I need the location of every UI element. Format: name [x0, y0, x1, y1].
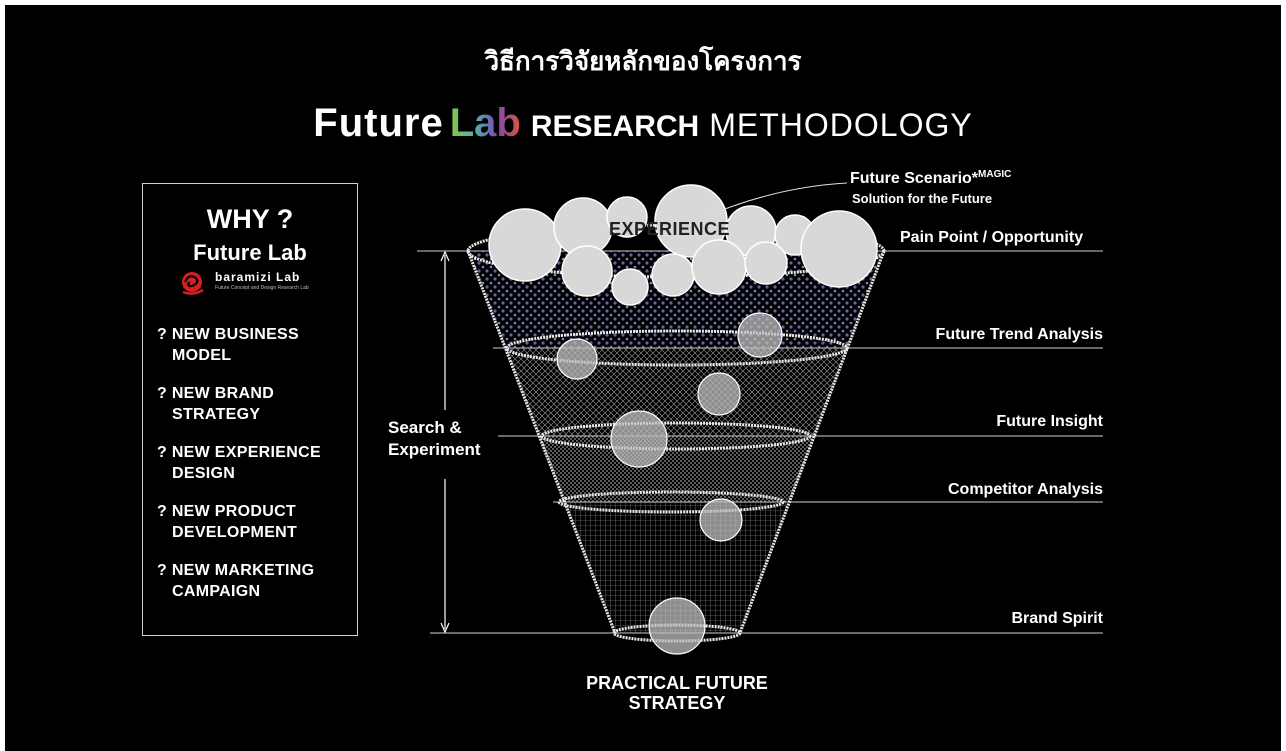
why-title: WHY ? [206, 204, 294, 234]
funnel-body [468, 251, 884, 633]
brand-future: Future [313, 101, 444, 145]
scenario-pointer [704, 182, 848, 218]
scenario-title-text: Future Scenario* [850, 170, 979, 187]
ring-insight [540, 421, 812, 451]
funnel-outline [466, 250, 886, 634]
why-item-line: ? NEW BUSINESS [157, 326, 299, 343]
why-item-line: DEVELOPMENT [172, 524, 298, 541]
baramizi-swirl-icon [182, 272, 204, 295]
why-item-line: STRATEGY [172, 406, 261, 423]
why-item: ? NEW BRAND STRATEGY [157, 383, 353, 425]
why-subtitle: Future Lab [193, 240, 307, 265]
stage-label-trend: Future Trend Analysis [935, 326, 1103, 343]
why-item-line: ? NEW EXPERIENCE [157, 444, 321, 461]
side-label-line: Experiment [388, 440, 481, 459]
bottom-label-line: STRATEGY [628, 693, 726, 713]
why-item-line: DESIGN [172, 465, 236, 482]
scenario-subtitle: Solution for the Future [852, 191, 993, 206]
search-experiment-label: Search & Experiment [388, 417, 481, 461]
baramizi-logo: baramizi Lab Future Concept and Design R… [179, 270, 329, 295]
thai-title: วิธีการวิจัยหลักของโครงการ [484, 47, 802, 77]
why-item-line: CAMPAIGN [172, 583, 261, 600]
why-item-line: ? NEW BRAND [157, 385, 275, 402]
scenario-title: Future Scenario*MAGIC [850, 169, 1011, 188]
brand-methodology: METHODOLOGY [709, 107, 973, 143]
why-item-line: ? NEW MARKETING [157, 562, 315, 579]
why-item: ? NEW PRODUCT DEVELOPMENT [157, 501, 353, 543]
ring-competitor [557, 490, 785, 514]
why-item: ? NEW MARKETING CAMPAIGN [157, 560, 353, 602]
stage-label-brand-spirit: Brand Spirit [1011, 610, 1103, 627]
why-box: WHY ? Future Lab baramizi Lab Future Con… [142, 183, 358, 636]
arrow-down-head-icon [440, 622, 450, 634]
arrow-up-head-icon [440, 250, 450, 262]
brand-lab: Lab [449, 101, 521, 145]
brand-research: RESEARCH [530, 110, 700, 143]
ring-trend [505, 329, 849, 367]
scatter-bubbles [556, 312, 783, 655]
logo-tagline: Future Concept and Design Research Lab [215, 285, 309, 291]
bottom-label-line: PRACTICAL FUTURE [586, 673, 768, 693]
scenario-sup: MAGIC [978, 169, 1012, 180]
stage-label-competitor: Competitor Analysis [948, 481, 1103, 498]
side-label-line: Search & [388, 418, 462, 437]
why-item-line: MODEL [172, 347, 232, 364]
why-item: ? NEW BUSINESS MODEL [157, 324, 353, 366]
why-item: ? NEW EXPERIENCE DESIGN [157, 442, 353, 484]
why-item-line: ? NEW PRODUCT [157, 503, 297, 520]
experience-bubbles [488, 184, 878, 306]
funnel-diagram [417, 182, 1103, 655]
stage-label-pain-point: Pain Point / Opportunity [900, 229, 1084, 246]
ring-top [466, 223, 886, 279]
logo-name: baramizi Lab [215, 270, 301, 284]
experience-label: EXPERIENCE [609, 219, 731, 239]
stage-label-insight: Future Insight [996, 413, 1103, 430]
